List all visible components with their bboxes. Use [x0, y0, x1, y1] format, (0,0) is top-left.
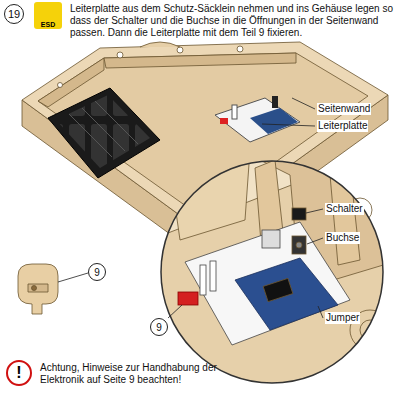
node-text: ! — [16, 364, 21, 382]
circuit-board — [215, 96, 300, 142]
warning-text: Achtung, Hinweise zur Handhabung der Ele… — [40, 362, 230, 386]
callout-number: 9 — [88, 263, 106, 281]
instruction-text: Leiterplatte aus dem Schutz-Säcklein neh… — [70, 3, 396, 39]
battery-holder — [48, 88, 160, 178]
part-label: Jumper — [325, 312, 360, 324]
fixing-part — [18, 264, 58, 314]
node-text: 19 — [8, 8, 20, 20]
part-label: Schalter — [325, 203, 364, 215]
esd-warning: ESD — [34, 2, 62, 29]
node-text: 9 — [94, 267, 100, 278]
leader-lines — [58, 98, 323, 318]
part-label: Buchse — [325, 232, 360, 244]
node-text: 9 — [156, 322, 162, 333]
step-number: 19 — [4, 4, 24, 24]
callout-number: 9 — [150, 318, 168, 336]
detail-magnifier — [150, 120, 400, 400]
warning-symbol: ! — [6, 360, 32, 386]
part-label: Leiterplatte — [317, 120, 368, 132]
part-label: Seitenwand — [317, 103, 371, 115]
node-text: ESD — [41, 21, 55, 28]
